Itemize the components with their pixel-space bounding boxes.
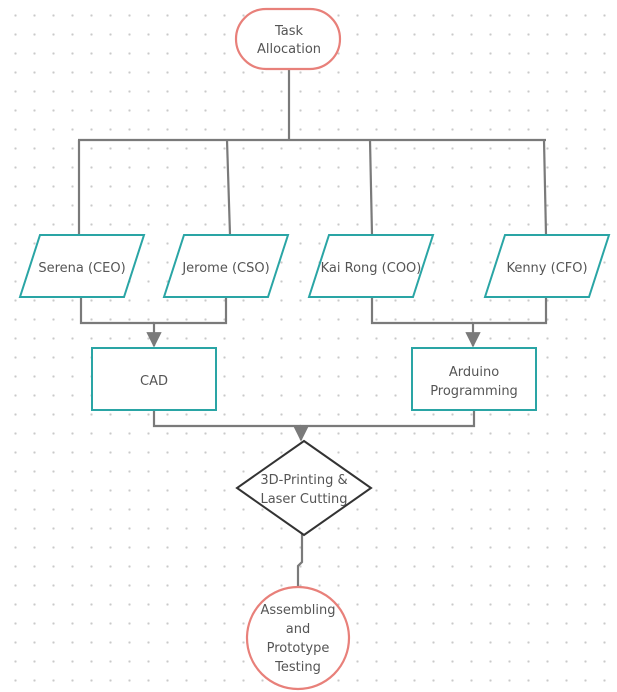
person-label-serena: Serena (CEO) (38, 261, 125, 276)
task-label-arduino-line-1: Arduino (449, 365, 499, 380)
task-node-arduino[interactable]: Arduino Programming (411, 347, 537, 411)
decision-node[interactable]: 3D-Printing & Laser Cutting (235, 439, 373, 537)
decision-label-line-2: Laser Cutting (260, 492, 347, 507)
person-node-kairong[interactable]: Kai Rong (COO) (307, 234, 435, 298)
person-node-kenny[interactable]: Kenny (CFO) (483, 234, 611, 298)
decision-label-line-1: 3D-Printing & (260, 473, 347, 488)
start-node-task-allocation[interactable]: Task Allocation (234, 7, 342, 71)
person-node-jerome[interactable]: Jerome (CSO) (162, 234, 290, 298)
connector-bus-to-kenny (542, 139, 548, 236)
connectors (77, 70, 548, 588)
task-label-arduino-line-2: Programming (430, 384, 518, 399)
end-node-line-3: Prototype (267, 641, 330, 656)
task-node-cad[interactable]: CAD (91, 347, 217, 411)
connector-decision-to-end (296, 534, 304, 588)
start-node-line-2: Allocation (257, 42, 321, 57)
end-node-line-4: Testing (274, 660, 321, 675)
connector-kairong-to-arduino (370, 297, 473, 325)
connector-bus-to-jerome (225, 139, 232, 236)
connector-bus-to-kairong (368, 139, 374, 236)
start-node-line-1: Task (274, 24, 304, 39)
person-label-jerome: Jerome (CSO) (181, 261, 269, 276)
person-label-kenny: Kenny (CFO) (506, 261, 587, 276)
connector-cad-to-decision (152, 411, 301, 428)
person-label-kairong: Kai Rong (COO) (321, 261, 422, 276)
end-node-assembling[interactable]: Assembling and Prototype Testing (245, 585, 351, 691)
task-label-cad: CAD (140, 374, 168, 389)
connector-arduino-to-decision (293, 411, 476, 442)
person-node-serena[interactable]: Serena (CEO) (18, 234, 146, 298)
connector-jerome-to-cad (146, 297, 228, 348)
end-node-line-1: Assembling (260, 603, 335, 618)
connector-kenny-to-arduino (465, 297, 548, 348)
end-node-line-2: and (286, 622, 310, 637)
connector-serena-to-cad (79, 297, 154, 325)
